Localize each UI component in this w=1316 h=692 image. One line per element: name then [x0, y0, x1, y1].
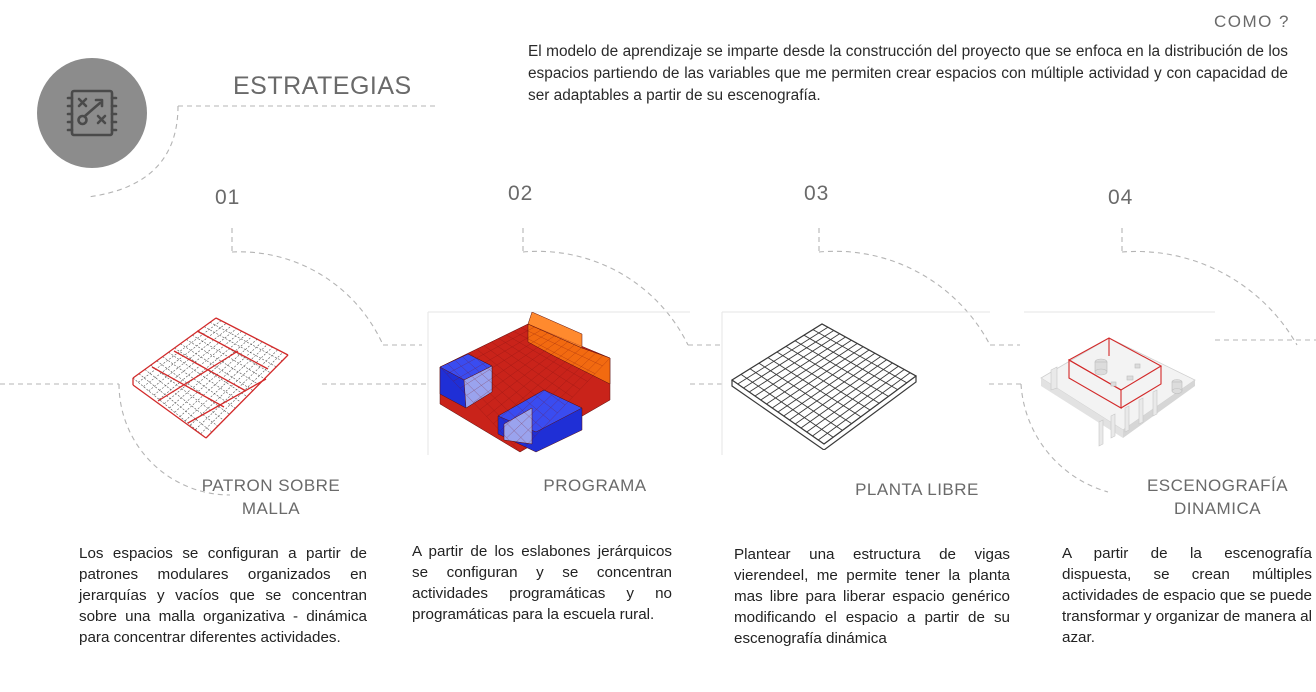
strategy-description-02: A partir de los eslabones jerárquicos se…: [412, 543, 672, 623]
vierendeel-grid-diagram: [730, 323, 918, 450]
strategy-board-icon: [37, 58, 147, 168]
strategy-number-04: 04: [1108, 186, 1134, 209]
grid-pattern-diagram: [132, 317, 289, 439]
strategy-board-glyph: [66, 89, 118, 137]
intro-paragraph: El modelo de aprendizaje se imparte desd…: [528, 43, 1288, 104]
strategy-description-01: Los espacios se configuran a partir de p…: [79, 545, 367, 646]
strategy-label-03: PLANTA LIBRE: [855, 480, 979, 499]
dynamic-scenography-diagram: [1040, 337, 1196, 447]
strategy-label-04: ESCENOGRAFÍA DINAMICA: [1146, 476, 1289, 518]
strategy-description-03: Plantear una estructura de vigas vierend…: [734, 546, 1010, 647]
program-blocks-diagram: [439, 312, 611, 453]
strategy-description-04: A partir de la escenografía dispuesta, s…: [1062, 545, 1312, 646]
strategy-label-02: PROGRAMA: [543, 476, 647, 495]
section-title: ESTRATEGIAS: [233, 72, 412, 100]
strategy-number-02: 02: [508, 182, 534, 205]
strategy-label-01: PATRON SOBRE MALLA: [201, 476, 341, 518]
strategy-number-01: 01: [215, 186, 241, 209]
como-label: COMO ?: [1213, 12, 1290, 31]
strategy-number-03: 03: [804, 182, 830, 205]
